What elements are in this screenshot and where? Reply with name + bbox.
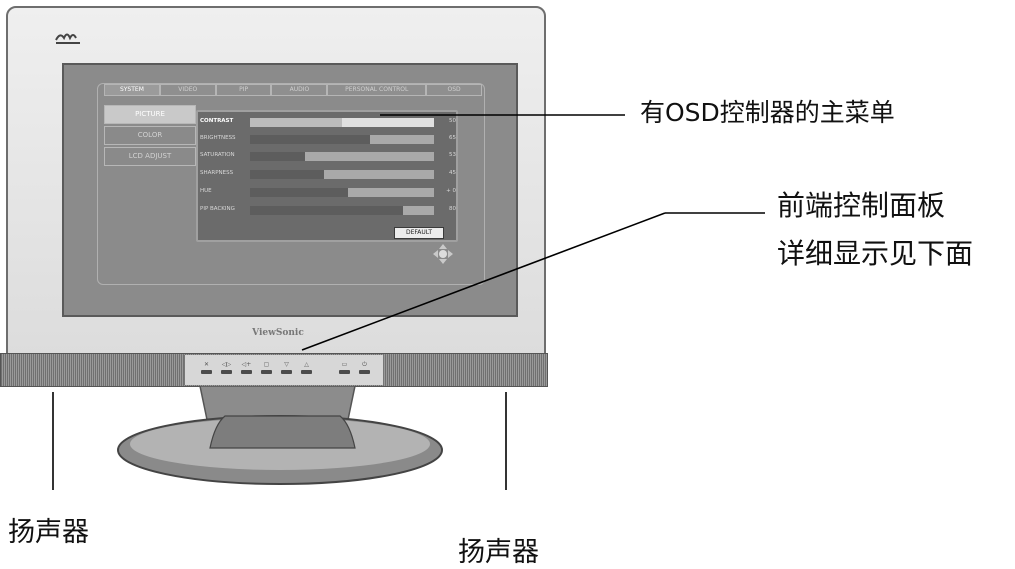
osd-row-label: PIP BACKING	[200, 206, 235, 212]
front-control-panel: ✕ ◁▷ ◁+ ▢ ▽ △ ▭ ⏻	[184, 355, 384, 385]
osd-row-contrast[interactable]: CONTRAST 50	[198, 116, 456, 130]
osd-row-label: BRIGHTNESS	[200, 135, 236, 141]
front-panel-button[interactable]: ▭	[339, 362, 350, 376]
osd-settings-panel: CONTRAST 50 BRIGHTNESS 65 SATURATION 53 …	[196, 110, 458, 242]
front-panel-button[interactable]: ⏻	[359, 362, 370, 376]
osd-frame	[97, 83, 485, 285]
arrow-down-icon: ▽	[284, 361, 289, 368]
osd-tab-osd[interactable]: OSD	[426, 84, 483, 96]
osd-row-value: 80	[449, 206, 456, 212]
osd-navigation-arrows-icon	[433, 244, 453, 264]
monitor-stand-base	[117, 415, 443, 485]
osd-slider-track[interactable]	[250, 188, 434, 197]
front-panel-button[interactable]: ▽	[281, 362, 292, 376]
left-speaker-label: 扬声器	[8, 517, 89, 548]
front-panel-detail-label: 详细显示见下面	[777, 237, 974, 270]
button-key	[359, 370, 370, 374]
right-speaker-label: 扬声器	[458, 537, 539, 568]
input-select-icon: ▭	[341, 361, 348, 368]
osd-slider-fill	[250, 206, 403, 215]
button-key	[261, 370, 272, 374]
osd-slider-fill	[250, 152, 306, 161]
osd-row-value: 65	[449, 135, 456, 141]
osd-row-label: SHARPNESS	[200, 170, 234, 176]
osd-row-label: SATURATION	[200, 152, 235, 158]
button-key	[301, 370, 312, 374]
osd-slider-fill	[250, 135, 370, 144]
osd-main-menu-label: 有OSD控制器的主菜单	[640, 98, 895, 127]
front-panel-button[interactable]: ◁+	[241, 362, 252, 376]
viewsonic-bird-logo	[55, 33, 80, 44]
button-key	[241, 370, 252, 374]
osd-side-item-lcd-adjust[interactable]: LCD ADJUST	[104, 147, 196, 166]
osd-row-hue[interactable]: HUE + 0	[198, 186, 456, 200]
osd-row-brightness[interactable]: BRIGHTNESS 65	[198, 133, 456, 147]
front-panel-button[interactable]: △	[301, 362, 312, 376]
osd-row-label: CONTRAST	[200, 118, 234, 124]
osd-slider-track[interactable]	[250, 135, 434, 144]
osd-row-saturation[interactable]: SATURATION 53	[198, 150, 456, 164]
osd-tab-system[interactable]: SYSTEM	[104, 84, 160, 96]
osd-slider-fill	[250, 118, 342, 127]
monitor-bezel: SYSTEM VIDEO PIP AUDIO PERSONAL CONTROL …	[6, 6, 546, 361]
osd-tab-video[interactable]: VIDEO	[159, 84, 216, 96]
osd-row-value: 45	[449, 170, 456, 176]
volume-up-icon: ◁+	[241, 361, 252, 368]
arrow-up-icon: △	[304, 361, 309, 368]
button-key	[281, 370, 292, 374]
close-icon: ✕	[203, 361, 210, 368]
osd-slider-track[interactable]	[250, 206, 434, 215]
front-panel-button[interactable]: ◁▷	[221, 362, 232, 376]
osd-row-value: 53	[449, 152, 456, 158]
osd-tab-bar: SYSTEM VIDEO PIP AUDIO PERSONAL CONTROL …	[104, 84, 483, 96]
osd-default-button[interactable]: DEFAULT	[394, 227, 444, 239]
front-panel-label: 前端控制面板	[777, 189, 946, 222]
osd-slider-track[interactable]	[250, 118, 434, 127]
osd-row-sharpness[interactable]: SHARPNESS 45	[198, 168, 456, 182]
volume-down-icon: ◁▷	[221, 361, 232, 368]
osd-row-pip-backing[interactable]: PIP BACKING 80	[198, 204, 456, 218]
osd-tab-personal-control[interactable]: PERSONAL CONTROL	[327, 84, 427, 96]
front-panel-button[interactable]: ▢	[261, 362, 272, 376]
front-panel-button[interactable]: ✕	[201, 362, 212, 376]
osd-slider-fill	[250, 170, 324, 179]
osd-slider-track[interactable]	[250, 170, 434, 179]
osd-side-item-color[interactable]: COLOR	[104, 126, 196, 145]
power-icon: ⏻	[362, 361, 367, 368]
monitor-screen: SYSTEM VIDEO PIP AUDIO PERSONAL CONTROL …	[62, 63, 518, 317]
osd-row-value: 50	[449, 118, 456, 124]
button-key	[221, 370, 232, 374]
osd-side-item-picture[interactable]: PICTURE	[104, 105, 196, 124]
osd-tab-pip[interactable]: PIP	[215, 84, 272, 96]
button-key	[339, 370, 350, 374]
osd-tab-audio[interactable]: AUDIO	[271, 84, 328, 96]
osd-row-label: HUE	[200, 188, 212, 194]
menu-icon: ▢	[263, 361, 270, 368]
osd-row-value: + 0	[446, 188, 456, 194]
osd-slider-track[interactable]	[250, 152, 434, 161]
osd-side-menu: PICTURE COLOR LCD ADJUST	[104, 105, 204, 187]
button-key	[201, 370, 212, 374]
brand-name: ViewSonic	[252, 328, 304, 338]
osd-slider-fill	[250, 188, 348, 197]
